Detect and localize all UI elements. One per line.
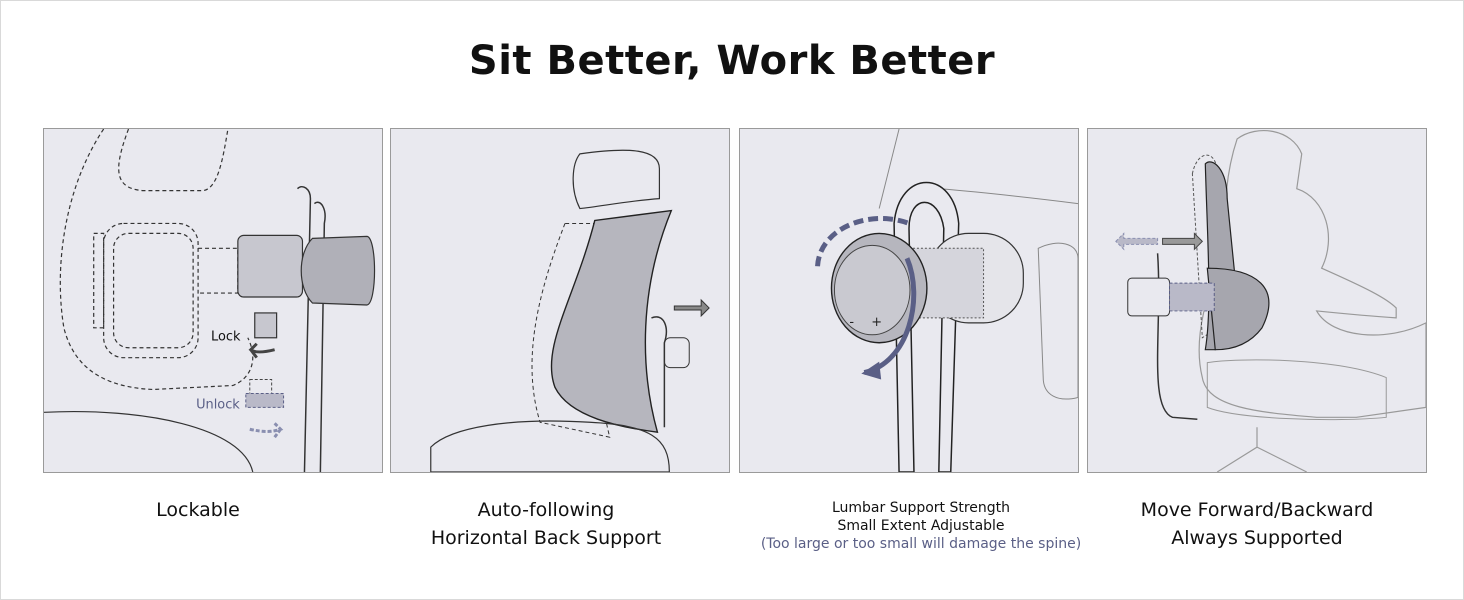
lock-label: Lock: [211, 330, 241, 345]
caption-forward-backward: Move Forward/Backward Always Supported: [1087, 496, 1427, 552]
arrow-right-icon: [673, 298, 710, 318]
caption-line: Auto-following: [477, 499, 615, 521]
arrow-forward-icon: [1162, 232, 1204, 251]
caption-line: Always Supported: [1171, 527, 1343, 549]
caption-line: Small Extent Adjustable: [837, 518, 1005, 534]
lock-mechanism-drawing: Lock Unlock: [44, 129, 376, 472]
caption-lumbar-strength: Lumbar Support Strength Small Extent Adj…: [739, 499, 1103, 553]
seated-person-drawing: [1115, 130, 1426, 472]
rotate-arrow-icon: [861, 361, 882, 380]
caption-line: Lockable: [156, 499, 240, 521]
caption-line: Lumbar Support Strength: [831, 500, 1011, 516]
lockable-illustration: Lock Unlock: [43, 128, 383, 473]
lumbar-strength-illustration: - +: [739, 128, 1079, 473]
lumbar-knob-drawing: - +: [815, 129, 1078, 472]
page-title: Sit Better, Work Better: [468, 38, 996, 84]
knob-plus-sign: +: [871, 315, 882, 330]
caption-lockable: Lockable: [43, 496, 353, 524]
unlock-label: Unlock: [196, 397, 240, 412]
backrest-drawing: [430, 149, 710, 472]
caption-line: Horizontal Back Support: [430, 527, 662, 549]
caption-line: Move Forward/Backward: [1140, 499, 1374, 521]
caption-auto-following: Auto-following Horizontal Back Support: [390, 496, 702, 552]
forward-backward-illustration: [1087, 128, 1427, 473]
knob-minus-sign: -: [849, 315, 854, 330]
lock-knob-body-icon: [237, 234, 304, 298]
auto-following-illustration: [390, 128, 730, 473]
arrow-backward-icon: [1115, 232, 1159, 251]
caption-warning-note: (Too large or too small will damage the …: [760, 536, 1082, 552]
